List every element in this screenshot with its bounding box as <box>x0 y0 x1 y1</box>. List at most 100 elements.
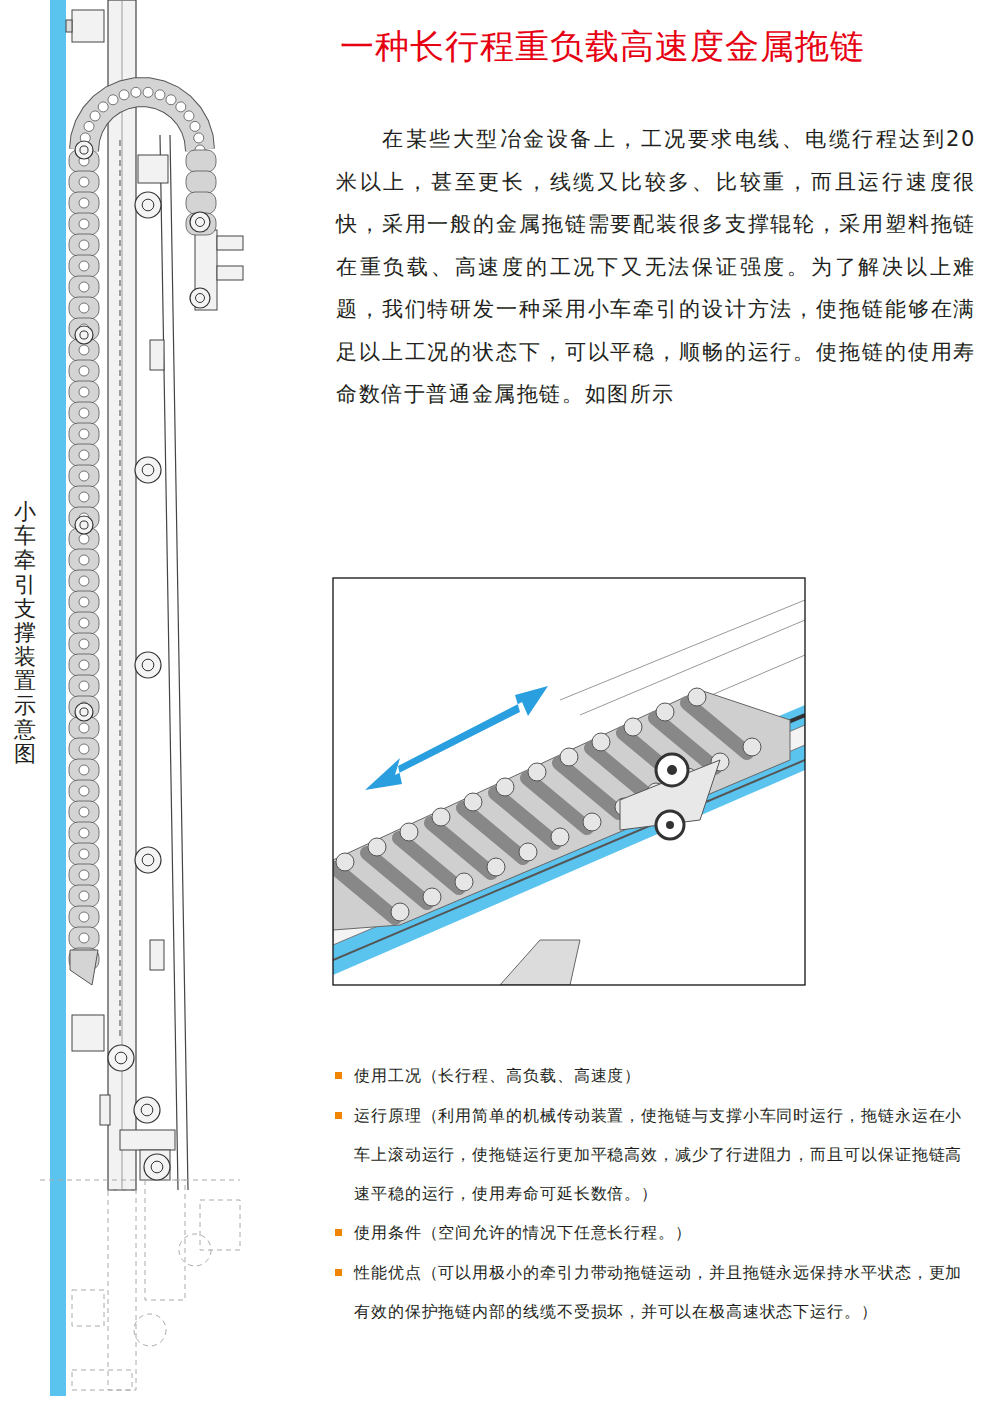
feature-item: 性能优点（可以用极小的牵引力带动拖链运动，并且拖链永远保持水平状态，更加有效的保… <box>354 1253 972 1331</box>
page-title: 一种长行程重负载高速度金属拖链 <box>340 22 865 70</box>
chain-pin <box>79 744 89 754</box>
chain-link <box>69 885 99 907</box>
chain-bend-edge <box>84 92 200 150</box>
chain-link <box>69 255 99 277</box>
chain-pin <box>79 345 89 355</box>
chain-link <box>69 612 99 634</box>
roller-wheel <box>75 703 93 721</box>
guide-rail <box>108 0 136 1190</box>
chain-pin <box>79 177 89 187</box>
chain-link <box>69 486 99 508</box>
intro-paragraph: 在某些大型冶金设备上，工况要求电线、电缆行程达到20米以上，甚至更长，线缆又比较… <box>336 118 976 416</box>
chain-perspective <box>333 578 805 985</box>
link-plate <box>528 763 546 781</box>
figure-frame <box>333 578 805 985</box>
chain-pin <box>79 807 89 817</box>
chain-pin <box>79 870 89 880</box>
roller-wheel <box>190 288 210 308</box>
link-plate <box>400 823 418 841</box>
chain-link <box>69 171 99 193</box>
chain-link <box>69 276 99 298</box>
roller-wheel <box>75 141 93 159</box>
chain-bend <box>84 92 200 150</box>
chain-link <box>69 906 99 928</box>
chain-pin <box>79 618 89 628</box>
chain-link <box>69 465 99 487</box>
chain-link <box>69 402 99 424</box>
chain-pin <box>79 891 89 901</box>
link-plate <box>656 703 674 721</box>
chain-link <box>69 654 99 676</box>
link-plate <box>464 793 482 811</box>
chain-link <box>69 234 99 256</box>
chain-pin <box>79 639 89 649</box>
chain-link <box>69 738 99 760</box>
chain-link <box>69 444 99 466</box>
chain-pin <box>79 219 89 229</box>
chain-link <box>69 822 99 844</box>
chain-link <box>69 843 99 865</box>
chain-link <box>69 570 99 592</box>
chain-pin <box>79 912 89 922</box>
chain-pin <box>79 408 89 418</box>
chain-pin <box>79 681 89 691</box>
bullet-square <box>335 1072 342 1079</box>
chain-pin <box>79 597 89 607</box>
chain-pin <box>79 387 89 397</box>
chain-pin <box>79 933 89 943</box>
roller-wheel <box>135 192 161 218</box>
chain-pin <box>79 429 89 439</box>
figure-caption: 小车牵引支撑装置示意图 <box>14 500 36 766</box>
chain-pin <box>79 198 89 208</box>
link-plate <box>496 778 514 796</box>
chain-link <box>69 759 99 781</box>
chain-pin <box>79 534 89 544</box>
feature-item: 使用条件（空间允许的情况下任意长行程。） <box>354 1213 972 1252</box>
roller-wheel <box>135 847 161 873</box>
roller-wheel <box>75 516 93 534</box>
chain-pin <box>79 786 89 796</box>
chain-pin <box>79 723 89 733</box>
roller-wheel <box>190 212 210 232</box>
chain-link <box>69 360 99 382</box>
cable-roller <box>687 703 747 753</box>
link-plate <box>336 853 354 871</box>
link-plate <box>624 718 642 736</box>
chain-pin <box>79 471 89 481</box>
chain-pin <box>79 492 89 502</box>
chain-pin <box>79 450 89 460</box>
chain-link <box>69 213 99 235</box>
feature-item: 运行原理（利用简单的机械传动装置，使拖链与支撑小车同时运行，拖链永运在小车上滚动… <box>354 1096 972 1213</box>
roller-wheel <box>135 652 161 678</box>
link-plate <box>432 808 450 826</box>
roller-wheel <box>144 1154 170 1180</box>
chain-link <box>69 381 99 403</box>
chain-pin <box>79 576 89 586</box>
chain-link <box>69 297 99 319</box>
trolley-drawing <box>40 0 243 1396</box>
chain-link <box>69 192 99 214</box>
chain-pin <box>79 765 89 775</box>
roller-wheel <box>134 1097 160 1123</box>
bullet-square <box>335 1229 342 1236</box>
chain-pin <box>79 849 89 859</box>
chain-link <box>69 780 99 802</box>
link-plate <box>688 688 706 706</box>
chain-link <box>69 633 99 655</box>
link-plate <box>368 838 386 856</box>
feature-item: 使用工况（长行程、高负载、高速度） <box>354 1056 972 1095</box>
blue-wall <box>50 0 66 1396</box>
chain-link <box>69 675 99 697</box>
chain-pin <box>79 828 89 838</box>
chain-pin <box>79 261 89 271</box>
chain-pin <box>79 282 89 292</box>
roller-wheel <box>108 1045 134 1071</box>
roller-wheel <box>135 457 161 483</box>
chain-link <box>69 927 99 949</box>
chain-link <box>69 801 99 823</box>
chain-pin <box>79 660 89 670</box>
link-plate <box>560 748 578 766</box>
chain-pin <box>79 366 89 376</box>
chain-link <box>69 423 99 445</box>
link-plate <box>592 733 610 751</box>
